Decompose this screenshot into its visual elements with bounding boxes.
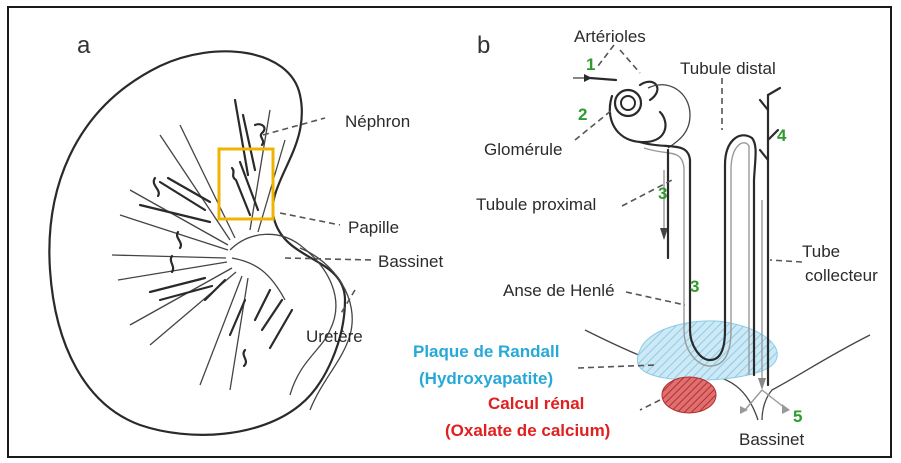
- step-number-1: 1: [586, 55, 595, 74]
- step-number-4: 4: [777, 126, 787, 145]
- label-uretere: Uretère: [306, 327, 363, 346]
- step-number-5: 5: [793, 407, 802, 426]
- label-oxalate: (Oxalate de calcium): [445, 421, 610, 440]
- label-tube: Tube: [802, 242, 840, 261]
- randall-plaque: [637, 321, 777, 380]
- pelvis-inner: [232, 258, 285, 300]
- label-tubule-distal: Tubule distal: [680, 59, 776, 78]
- label-tubule-proximal: Tubule proximal: [476, 195, 596, 214]
- glomerulus: [615, 90, 641, 116]
- label-anse-henle: Anse de Henlé: [503, 281, 615, 300]
- renal-stone: [662, 377, 716, 413]
- step-number-3a: 3: [658, 184, 667, 203]
- label-calcul-renal: Calcul rénal: [488, 394, 584, 413]
- label-bassinet-a: Bassinet: [378, 252, 443, 271]
- renal-pyramids: [112, 110, 285, 390]
- kidney-diagram: a Néphron Papille Bassinet Uretère: [49, 32, 443, 435]
- label-plaque-randall: Plaque de Randall: [413, 342, 559, 361]
- label-hydroxyapatite: (Hydroxyapatite): [419, 369, 553, 388]
- label-bassinet-b: Bassinet: [739, 430, 804, 449]
- step-number-3b: 3: [690, 277, 699, 296]
- kidney-outline: [49, 51, 345, 434]
- label-nephron: Néphron: [345, 112, 410, 131]
- label-papille: Papille: [348, 218, 399, 237]
- panel-b-letter: b: [477, 32, 490, 59]
- papilla-right-edge: [762, 335, 870, 420]
- step-number-2: 2: [578, 105, 587, 124]
- panel-a-letter: a: [77, 32, 91, 59]
- nephron-detail-diagram: b Artérioles Tubule distal Glomérule Tub…: [413, 27, 878, 449]
- label-arterioles: Artérioles: [574, 27, 646, 46]
- label-collecteur: collecteur: [805, 266, 878, 285]
- label-glomerule: Glomérule: [484, 140, 562, 159]
